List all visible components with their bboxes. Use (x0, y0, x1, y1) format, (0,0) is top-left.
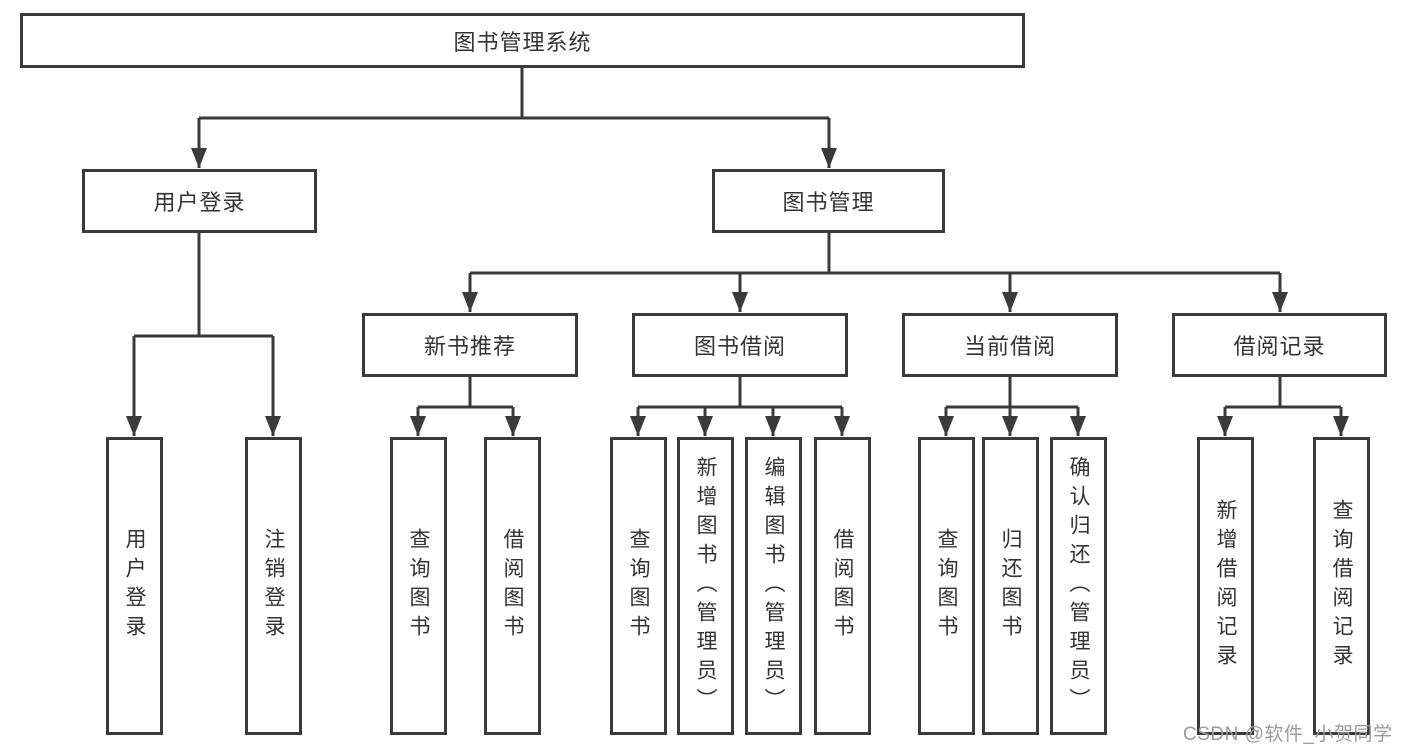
node-book-management-system: 图书管理系统 (20, 13, 1025, 68)
node-add-borrowing-record: 新增借阅记录 (1197, 437, 1254, 735)
node-borrowing-records: 借阅记录 (1172, 313, 1387, 377)
node-query-books-1: 查询图书 (390, 437, 447, 735)
node-logout: 注销登录 (245, 437, 302, 735)
node-borrow-books-2: 借阅图书 (814, 437, 871, 735)
node-book-borrowing: 图书借阅 (632, 313, 848, 377)
node-query-books-3: 查询图书 (918, 437, 975, 735)
node-user-login-branch: 用户登录 (82, 169, 317, 233)
node-edit-books-admin: 编辑图书（管理员） (745, 437, 802, 735)
node-book-management: 图书管理 (712, 169, 945, 233)
node-current-borrowing: 当前借阅 (902, 313, 1118, 377)
node-query-books-2: 查询图书 (610, 437, 667, 735)
node-query-borrowing-record: 查询借阅记录 (1313, 437, 1370, 735)
node-return-books: 归还图书 (982, 437, 1039, 735)
node-user-login: 用户登录 (106, 437, 163, 735)
node-add-books-admin: 新增图书（管理员） (677, 437, 734, 735)
node-borrow-books-1: 借阅图书 (484, 437, 541, 735)
node-new-book-recommendation: 新书推荐 (362, 313, 578, 377)
csdn-watermark: CSDN @软件_小贺同学 (1183, 724, 1393, 745)
node-confirm-return-admin: 确认归还（管理员） (1050, 437, 1107, 735)
